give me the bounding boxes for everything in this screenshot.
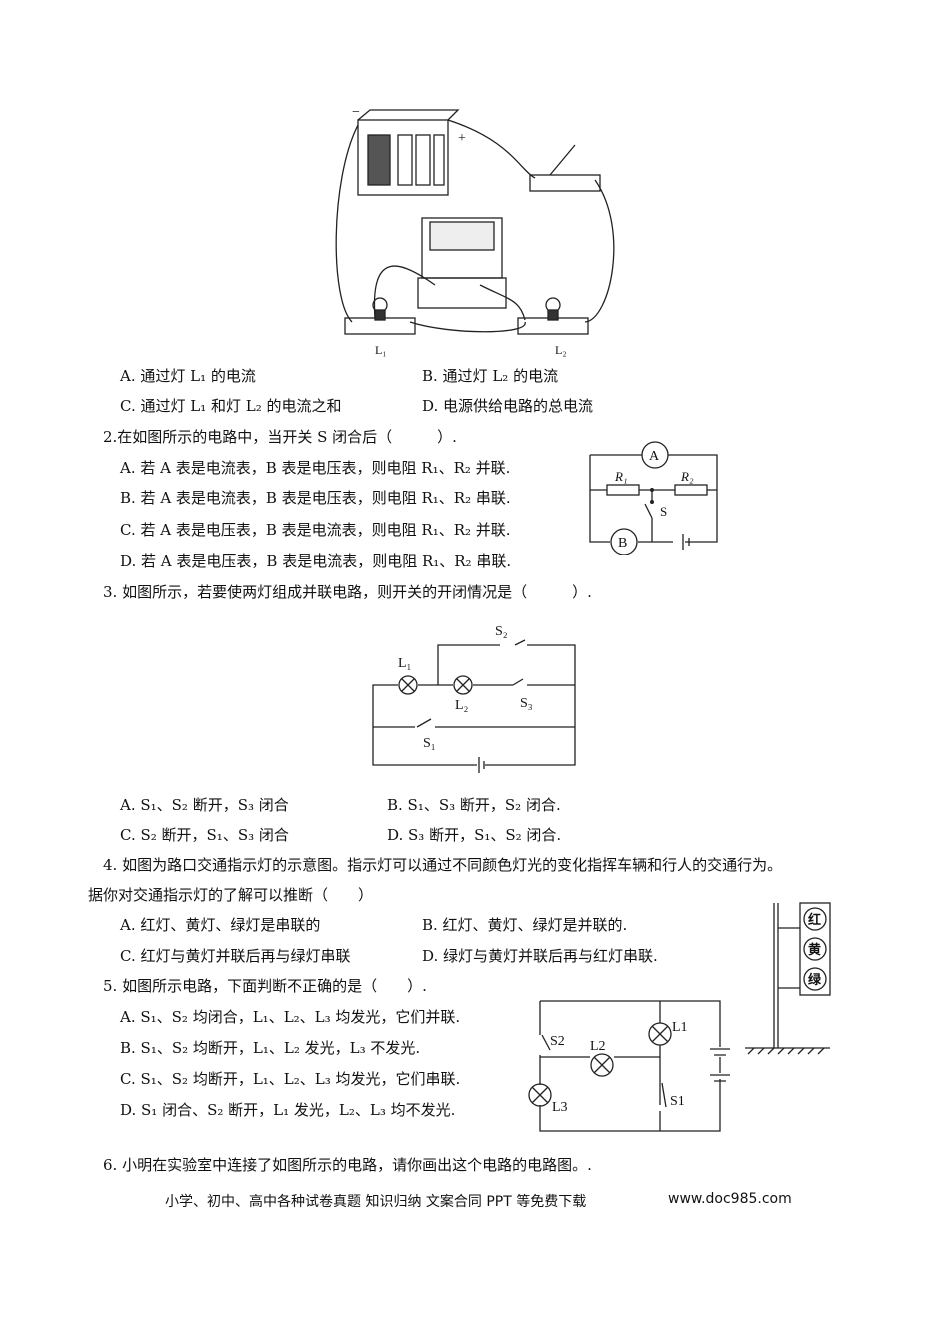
q3-option-d: D. S₃ 断开，S₁、S₂ 闭合. bbox=[387, 826, 562, 844]
l1-label: L₁ bbox=[398, 656, 411, 671]
l1-label: L1 bbox=[672, 1020, 688, 1035]
footer-text: 小学、初中、高中各种试卷真题 知识归纳 文案合同 PPT 等免费下载 bbox=[165, 1194, 587, 1210]
lamp-l1-label: L₁ bbox=[375, 343, 387, 357]
s2-label: S2 bbox=[550, 1034, 565, 1049]
q2-stem: 2.在如图所示的电路中，当开关 S 闭合后（ ）. bbox=[103, 428, 457, 446]
q4-option-d: D. 绿灯与黄灯并联后再与红灯串联. bbox=[422, 947, 658, 965]
q1-option-d: D. 电源供给电路的总电流 bbox=[422, 397, 594, 415]
s2-label: S₂ bbox=[495, 624, 508, 639]
green-light-label: 绿 bbox=[808, 972, 822, 987]
q5-circuit-figure: S2 L2 L1 L3 S1 bbox=[528, 1000, 730, 1132]
l2-label: L2 bbox=[590, 1039, 606, 1054]
red-light-label: 红 bbox=[808, 912, 821, 927]
q4-option-b: B. 红灯、黄灯、绿灯是并联的. bbox=[422, 916, 628, 934]
q3-stem: 3. 如图所示，若要使两灯组成并联电路，则开关的开闭情况是（ ）. bbox=[103, 583, 592, 601]
l3-label: L3 bbox=[552, 1100, 568, 1115]
l2-label: L₂ bbox=[455, 698, 469, 713]
lamp-l2-label: L₂ bbox=[555, 343, 567, 357]
q5-option-c: C. S₁、S₂ 均断开，L₁、L₂、L₃ 均发光，它们串联. bbox=[120, 1070, 461, 1088]
q5-option-a: A. S₁、S₂ 均闭合，L₁、L₂、L₃ 均发光，它们并联. bbox=[120, 1008, 461, 1026]
q3-option-a: A. S₁、S₂ 断开，S₃ 闭合 bbox=[120, 796, 289, 814]
meter-a-label: A bbox=[649, 449, 660, 464]
q1-option-c: C. 通过灯 L₁ 和灯 L₂ 的电流之和 bbox=[120, 397, 342, 415]
q4-option-c: C. 红灯与黄灯并联后再与绿灯串联 bbox=[120, 947, 351, 965]
q4-option-a: A. 红灯、黄灯、绿灯是串联的 bbox=[120, 916, 321, 934]
battery-plus-label: + bbox=[458, 131, 466, 146]
q3-circuit-figure: L₁ L₂ S₂ S₃ S₁ bbox=[372, 624, 576, 773]
q4-stem-line2: 据你对交通指示灯的了解可以推断（ ） bbox=[88, 886, 374, 904]
s1-label: S1 bbox=[670, 1094, 685, 1109]
q1-apparatus-figure: − + L₁ L₂ bbox=[335, 105, 615, 357]
traffic-light-figure: 红 黄 绿 bbox=[745, 902, 831, 1055]
q3-option-c: C. S₂ 断开，S₁、S₃ 闭合 bbox=[120, 826, 289, 844]
q2-option-a: A. 若 A 表是电流表，B 表是电压表，则电阻 R₁、R₂ 并联. bbox=[120, 459, 511, 477]
q4-stem-line1: 4. 如图为路口交通指示灯的示意图。指示灯可以通过不同颜色灯光的变化指挥车辆和行… bbox=[103, 856, 783, 874]
q6-stem: 6. 小明在实验室中连接了如图所示的电路，请你画出这个电路的电路图。. bbox=[103, 1156, 592, 1174]
switch-s-label: S bbox=[660, 504, 667, 519]
meter-b-label: B bbox=[618, 536, 627, 551]
q1-option-b: B. 通过灯 L₂ 的电流 bbox=[422, 367, 559, 385]
q1-option-a: A. 通过灯 L₁ 的电流 bbox=[120, 367, 256, 385]
r2-label: R₂ bbox=[680, 469, 694, 484]
footer-site-link[interactable]: www.doc985.com bbox=[668, 1191, 792, 1207]
battery-minus-label: − bbox=[352, 105, 360, 120]
s3-label: S₃ bbox=[520, 696, 533, 711]
q5-stem: 5. 如图所示电路，下面判断不正确的是（ ）. bbox=[103, 977, 427, 995]
s1-label: S₁ bbox=[423, 736, 436, 751]
q5-option-d: D. S₁ 闭合、S₂ 断开，L₁ 发光，L₂、L₃ 均不发光. bbox=[120, 1101, 456, 1119]
yellow-light-label: 黄 bbox=[808, 942, 821, 957]
q2-option-b: B. 若 A 表是电流表，B 表是电压表，则电阻 R₁、R₂ 串联. bbox=[120, 489, 511, 507]
q3-option-b: B. S₁、S₃ 断开，S₂ 闭合. bbox=[387, 796, 561, 814]
r1-label: R₁ bbox=[614, 469, 627, 484]
q5-option-b: B. S₁、S₂ 均断开，L₁、L₂ 发光，L₃ 不发光. bbox=[120, 1039, 421, 1057]
q2-option-d: D. 若 A 表是电压表，B 表是电流表，则电阻 R₁、R₂ 串联. bbox=[120, 552, 512, 570]
q2-circuit-figure: A B R₁ R₂ S bbox=[589, 441, 718, 555]
q2-option-c: C. 若 A 表是电压表，B 表是电流表，则电阻 R₁、R₂ 并联. bbox=[120, 521, 511, 539]
